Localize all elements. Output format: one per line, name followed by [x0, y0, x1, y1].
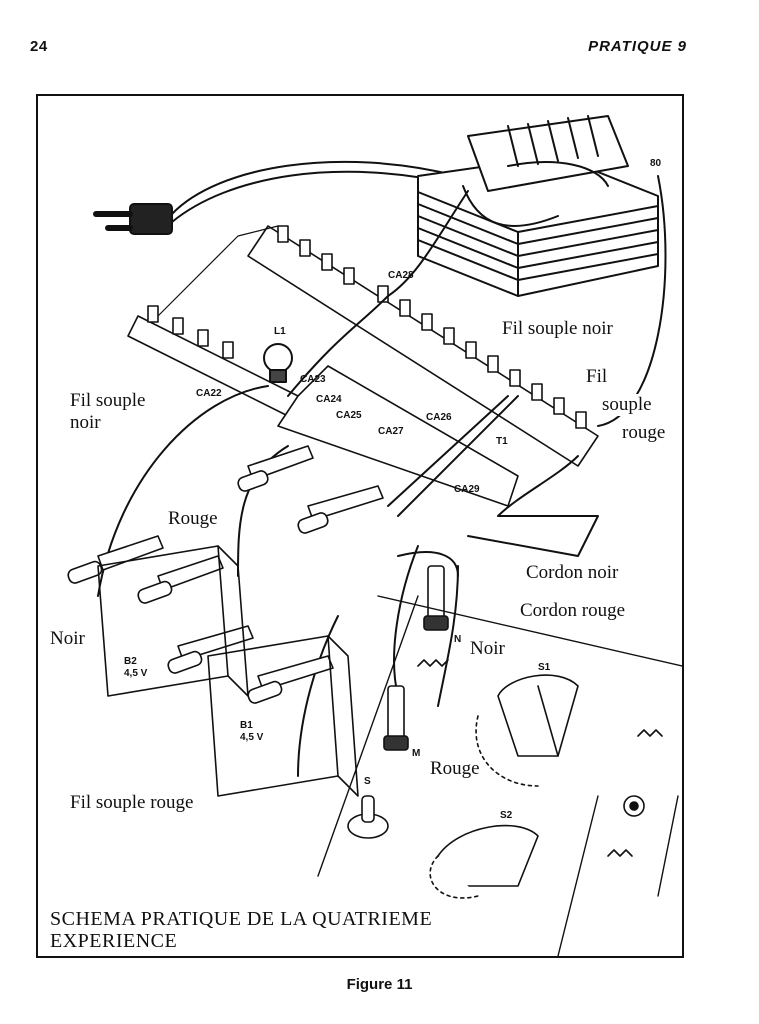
tag-80: 80	[650, 158, 662, 169]
transformer	[387, 115, 659, 297]
tag-ca24: CA24	[316, 394, 342, 405]
figure-title-line-1: SCHEMA PRATIQUE DE LA QUATRIEME	[50, 908, 433, 930]
tag-t1: T1	[496, 436, 508, 447]
tag-s: S	[364, 776, 371, 787]
wiring-diagram-figure: Fil souple noir Fil souple noir Fil soup…	[36, 94, 684, 958]
tag-ca29: CA29	[454, 484, 480, 495]
switch-s1	[475, 674, 579, 787]
running-head: PRATIQUE 9	[588, 38, 687, 55]
label-noir-battery: Noir	[50, 628, 85, 650]
tag-b2: B2	[124, 656, 137, 667]
lamp-l1	[263, 343, 293, 383]
tag-l1: L1	[274, 326, 286, 337]
alligator-clips	[67, 445, 384, 704]
tag-n-noir: N	[454, 634, 462, 645]
jacks	[383, 565, 449, 751]
label-rouge-jack: Rouge	[430, 758, 480, 780]
tag-b2-voltage: 4,5 V	[124, 668, 148, 679]
tag-s1: S1	[538, 662, 551, 673]
tag-s2: S2	[500, 810, 513, 821]
tag-ca22: CA22	[196, 388, 222, 399]
label-cordon-rouge: Cordon rouge	[520, 600, 626, 622]
tag-ca25: CA25	[336, 410, 362, 421]
figure-title-line-2: EXPERIENCE	[50, 930, 178, 952]
resistors	[417, 659, 663, 857]
figure-number: Figure 11	[346, 976, 413, 993]
label-fil-souple-rouge-right-3: rouge	[622, 422, 666, 444]
terminal-strip	[127, 225, 599, 507]
mains-plug	[93, 160, 464, 235]
label-fil-souple-rouge-right-2: souple	[602, 394, 652, 416]
tag-b1: B1	[240, 720, 253, 731]
page-number: 24	[30, 38, 48, 55]
tag-ca27: CA27	[378, 426, 404, 437]
toggle-switch	[347, 795, 389, 839]
label-fil-souple-rouge-bottom: Fil souple rouge	[70, 792, 194, 814]
label-noir-jack: Noir	[470, 638, 505, 660]
label-fil-souple-noir-left-2: noir	[70, 412, 101, 434]
tag-n-rouge: M	[412, 748, 421, 759]
figure-title: SCHEMA PRATIQUE DE LA QUATRIEME EXPERIEN…	[50, 908, 570, 952]
panel-edges	[317, 595, 682, 956]
tag-ca28: CA28	[388, 270, 414, 281]
label-fil-souple-noir-left-1: Fil souple	[70, 390, 146, 412]
label-fil-souple-rouge-right-1: Fil	[586, 366, 608, 388]
tag-b1-voltage: 4,5 V	[240, 732, 264, 743]
tag-ca26: CA26	[426, 412, 452, 423]
batteries	[97, 545, 359, 797]
label-rouge-battery: Rouge	[168, 508, 218, 530]
label-fil-souple-noir-right: Fil souple noir	[502, 318, 613, 340]
tag-ca23: CA23	[300, 374, 326, 385]
wiring-drawing	[67, 115, 682, 956]
switch-s2	[429, 824, 539, 899]
label-cordon-noir: Cordon noir	[526, 562, 619, 584]
